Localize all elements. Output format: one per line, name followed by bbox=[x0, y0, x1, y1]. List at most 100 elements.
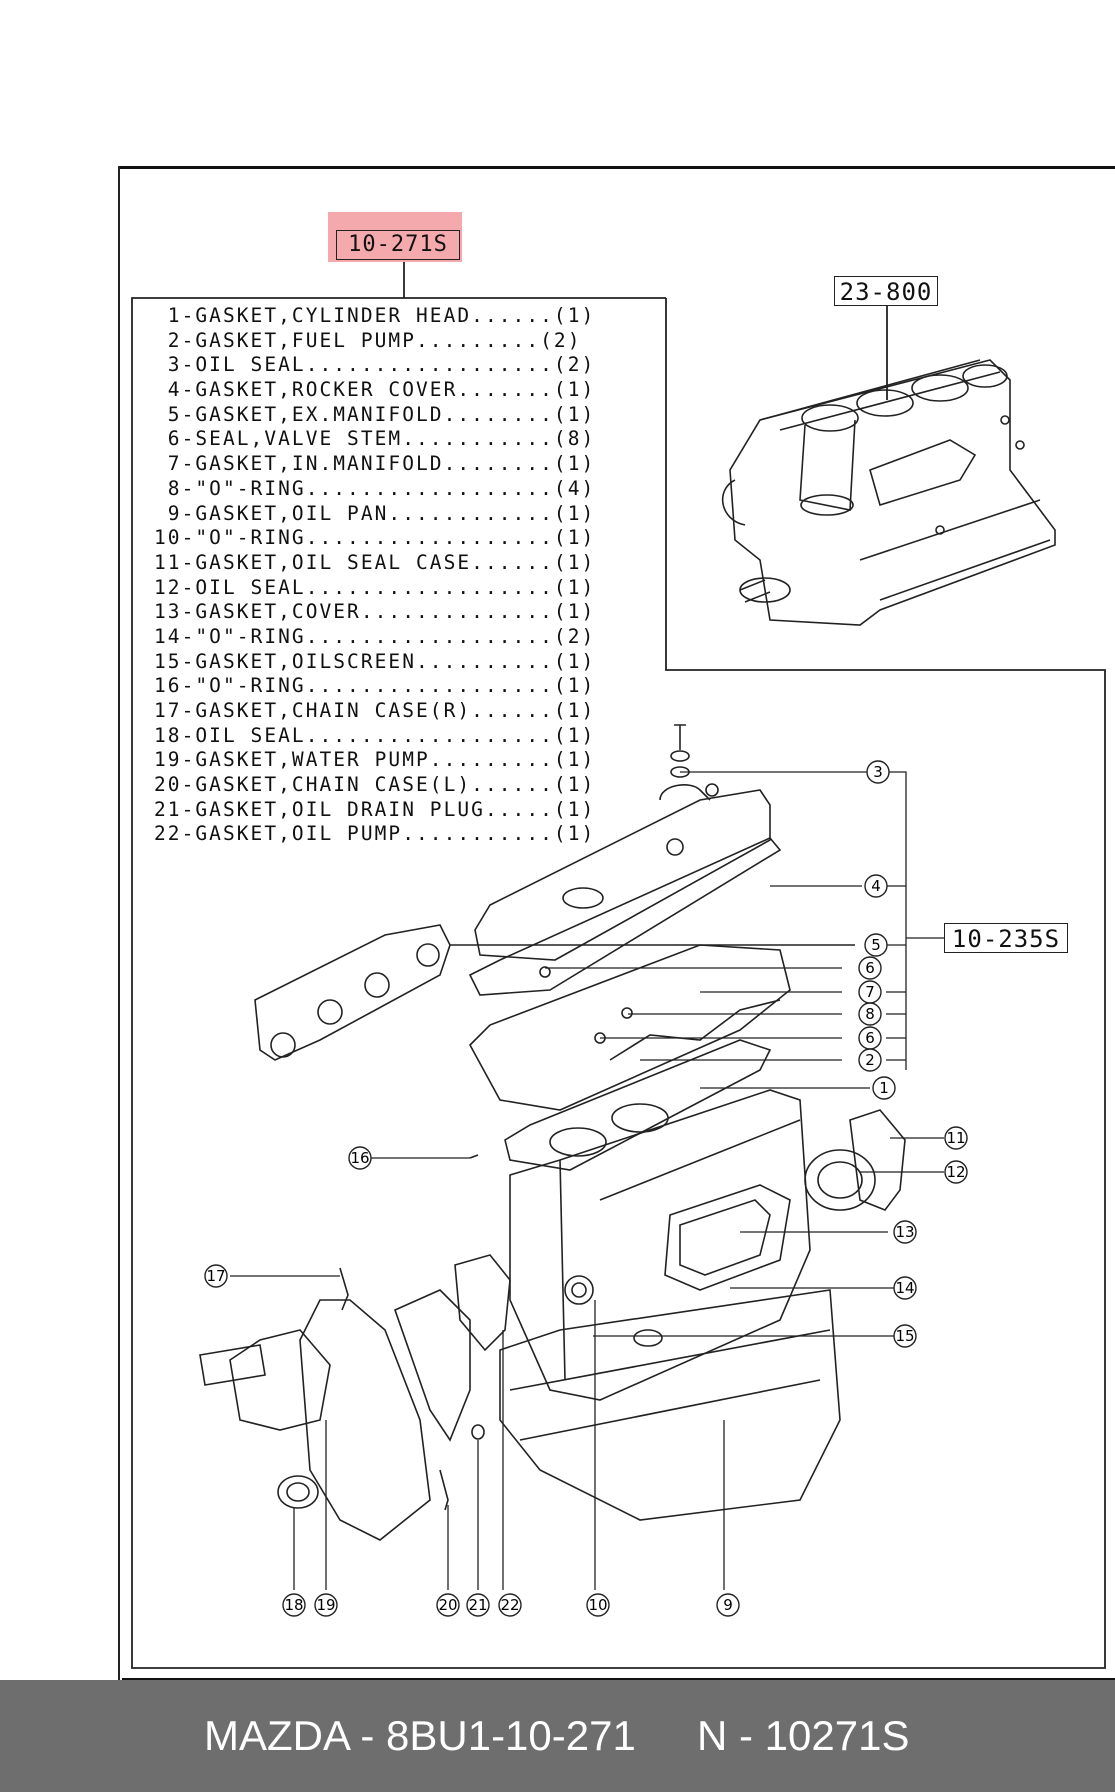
callout-circle bbox=[872, 1076, 896, 1100]
parts-list-item: 14-"O"-RING..................(2) bbox=[154, 624, 596, 648]
callout-circle bbox=[466, 1593, 490, 1617]
callout-label: 10 bbox=[588, 1596, 607, 1614]
parts-list-item: 9-GASKET,OIL PAN............(1) bbox=[154, 501, 596, 525]
callout-circle bbox=[866, 760, 890, 784]
callout-label: 11 bbox=[946, 1129, 965, 1147]
callout-label: 17 bbox=[206, 1267, 225, 1285]
callout-label: 1 bbox=[879, 1079, 889, 1097]
list-frame bbox=[131, 297, 1106, 1669]
callout-circle bbox=[858, 956, 882, 980]
callout-label: 18 bbox=[284, 1596, 303, 1614]
callout-11: 11 bbox=[944, 1126, 968, 1150]
callout-circle bbox=[314, 1593, 338, 1617]
callout-label: 7 bbox=[865, 983, 875, 1001]
callout-label: 12 bbox=[946, 1163, 965, 1181]
parts-list-item: 3-OIL SEAL..................(2) bbox=[154, 353, 596, 377]
callout-circle bbox=[498, 1593, 522, 1617]
callout-label: 13 bbox=[895, 1223, 914, 1241]
callout-circle bbox=[893, 1220, 917, 1244]
callout-circle bbox=[864, 874, 888, 898]
callout-circle bbox=[586, 1593, 610, 1617]
callout-label: 4 bbox=[871, 877, 881, 895]
callout-label: 15 bbox=[895, 1327, 914, 1345]
callout-13: 13 bbox=[893, 1220, 917, 1244]
parts-list-item: 18-OIL SEAL..................(1) bbox=[154, 723, 596, 747]
callout-15: 15 bbox=[893, 1324, 917, 1348]
gasket-17 bbox=[339, 1267, 349, 1311]
callout-4: 4 bbox=[864, 874, 888, 898]
parts-list-item: 7-GASKET,IN.MANIFOLD........(1) bbox=[154, 452, 596, 476]
oring-16 bbox=[469, 1154, 479, 1159]
callout-16: 16 bbox=[348, 1146, 372, 1170]
callout-circle bbox=[348, 1146, 372, 1170]
callout-21: 21 bbox=[466, 1593, 490, 1617]
parts-list-item: 13-GASKET,COVER..............(1) bbox=[154, 600, 596, 624]
parts-list-item: 16-"O"-RING..................(1) bbox=[154, 674, 596, 698]
bottom-rule bbox=[122, 1678, 1115, 1680]
callout-label: 8 bbox=[865, 1005, 875, 1023]
callout-label: 6 bbox=[865, 959, 875, 977]
callout-circle bbox=[944, 1126, 968, 1150]
callout-circle bbox=[944, 1160, 968, 1184]
callout-circle bbox=[204, 1264, 228, 1288]
callout-9: 9 bbox=[716, 1593, 740, 1617]
footer-part-number: MAZDA - 8BU1-10-271 bbox=[204, 1712, 636, 1759]
parts-list-item: 22-GASKET,OIL PUMP...........(1) bbox=[154, 822, 596, 846]
kit-number-highlight bbox=[328, 212, 462, 262]
callout-circle bbox=[893, 1324, 917, 1348]
callout-22: 22 bbox=[498, 1593, 522, 1617]
parts-list-item: 12-OIL SEAL..................(1) bbox=[154, 575, 596, 599]
callout-circle bbox=[893, 1276, 917, 1300]
parts-list-item: 5-GASKET,EX.MANIFOLD........(1) bbox=[154, 402, 596, 426]
callout-circle bbox=[858, 1002, 882, 1026]
callout-label: 22 bbox=[500, 1596, 519, 1614]
callout-7: 7 bbox=[858, 980, 882, 1004]
left-rule bbox=[118, 166, 120, 1680]
callout-label: 9 bbox=[723, 1596, 733, 1614]
kit-number-label: 10-271S bbox=[336, 230, 460, 260]
engine-assembly-drawing bbox=[199, 724, 906, 1541]
callout-17: 17 bbox=[204, 1264, 228, 1288]
callout-label: 14 bbox=[895, 1279, 914, 1297]
callout-label: 20 bbox=[438, 1596, 457, 1614]
gasket-set-ref-label: 10-235S bbox=[944, 923, 1068, 953]
callout-8: 8 bbox=[858, 1002, 882, 1026]
footer-kit-number: N - 10271S bbox=[697, 1712, 910, 1759]
callout-label: 3 bbox=[873, 763, 883, 781]
footer-bar: MAZDA - 8BU1-10-271 N - 10271S bbox=[0, 1680, 1115, 1792]
callout-label: 16 bbox=[350, 1149, 369, 1167]
block-ref-label: 23-800 bbox=[834, 276, 938, 306]
parts-list-item: 21-GASKET,OIL DRAIN PLUG.....(1) bbox=[154, 797, 596, 821]
callout-label: 6 bbox=[865, 1029, 875, 1047]
parts-list-item: 20-GASKET,CHAIN CASE(L)......(1) bbox=[154, 773, 596, 797]
parts-list-item: 19-GASKET,WATER PUMP.........(1) bbox=[154, 748, 596, 772]
callout-19: 19 bbox=[314, 1593, 338, 1617]
callout-5: 5 bbox=[864, 933, 888, 957]
callout-18: 18 bbox=[282, 1593, 306, 1617]
callout-circle bbox=[858, 1048, 882, 1072]
parts-list-item: 2-GASKET,FUEL PUMP.........(2) bbox=[154, 328, 582, 352]
callout-circle bbox=[282, 1593, 306, 1617]
callout-circle bbox=[716, 1593, 740, 1617]
callout-6: 6 bbox=[858, 956, 882, 980]
callout-1: 1 bbox=[872, 1076, 896, 1100]
callout-3: 3 bbox=[866, 760, 890, 784]
parts-list-item: 6-SEAL,VALVE STEM...........(8) bbox=[154, 427, 596, 451]
callout-20: 20 bbox=[436, 1593, 460, 1617]
callout-6: 6 bbox=[858, 1026, 882, 1050]
parts-list-item: 8-"O"-RING..................(4) bbox=[154, 476, 596, 500]
callout-label: 21 bbox=[468, 1596, 487, 1614]
callout-circle bbox=[864, 933, 888, 957]
short-block-drawing bbox=[721, 359, 1056, 626]
parts-list-item: 10-"O"-RING..................(1) bbox=[154, 526, 596, 550]
leader-lines bbox=[230, 771, 944, 1590]
parts-list: 1-GASKET,CYLINDER HEAD......(1) 2-GASKET… bbox=[154, 304, 595, 847]
callout-2: 2 bbox=[858, 1048, 882, 1072]
callout-12: 12 bbox=[944, 1160, 968, 1184]
callout-14: 14 bbox=[893, 1276, 917, 1300]
callout-label: 2 bbox=[865, 1051, 875, 1069]
callout-10: 10 bbox=[586, 1593, 610, 1617]
parts-list-item: 15-GASKET,OILSCREEN..........(1) bbox=[154, 649, 596, 673]
top-rule bbox=[118, 166, 1115, 169]
